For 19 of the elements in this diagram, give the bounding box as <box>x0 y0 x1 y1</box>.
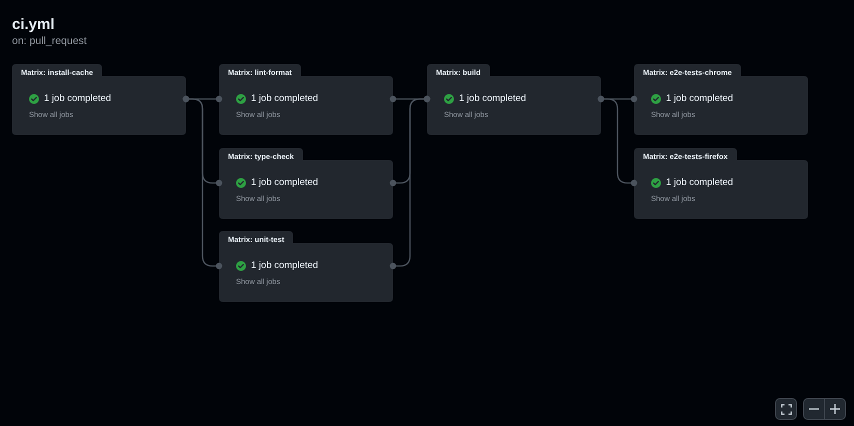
job-card <box>427 64 601 135</box>
status-text: 1 job completed <box>666 177 734 189</box>
status-text: 1 job completed <box>44 93 112 105</box>
job-card <box>634 64 808 135</box>
status-text: 1 job completed <box>251 260 318 272</box>
job-card <box>219 231 393 302</box>
connector-line <box>182 96 222 270</box>
status-text: 1 job completed <box>251 93 318 105</box>
job-card <box>219 148 393 219</box>
job-card <box>219 64 393 135</box>
job-card <box>12 64 186 135</box>
status-text: 1 job completed <box>666 93 734 105</box>
job-card <box>634 148 808 219</box>
connector-line <box>598 96 638 186</box>
trigger-label: on: pull_request <box>12 35 87 48</box>
status-text: 1 job completed <box>251 177 318 189</box>
status-text: 1 job completed <box>459 93 526 105</box>
connector-line <box>390 96 430 270</box>
diagram-title: ci.yml <box>12 16 55 34</box>
